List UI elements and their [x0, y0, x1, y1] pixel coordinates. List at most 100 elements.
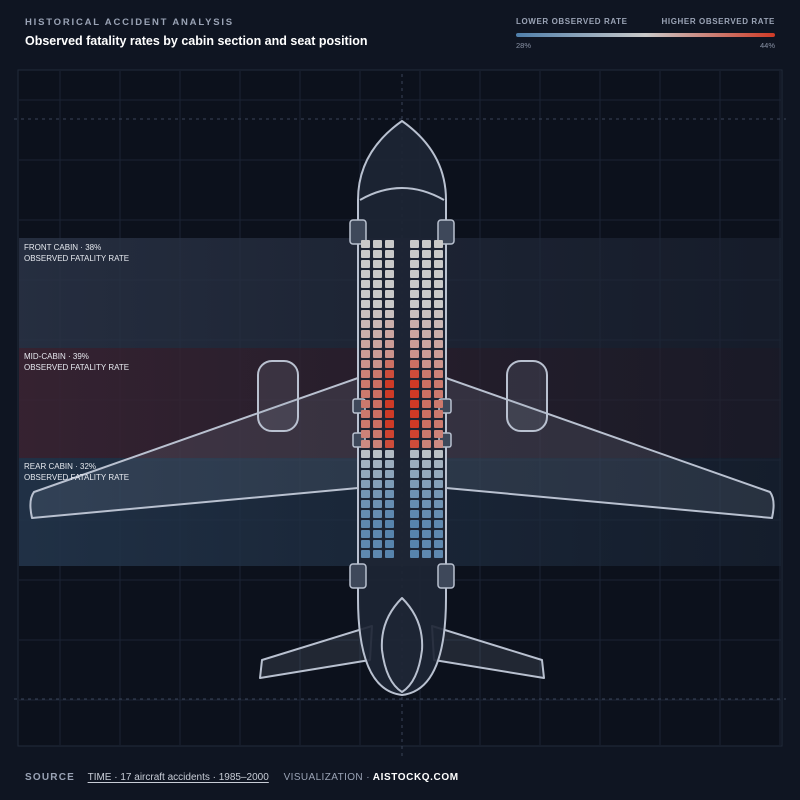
seat-row17-right-1 [410, 400, 419, 408]
seat-row21-right-1 [410, 440, 419, 448]
seat-row8-left-2 [373, 310, 382, 318]
seat-row8-left-3 [385, 310, 394, 318]
seat-row16-left-2 [373, 390, 382, 398]
seat-row5-left-1 [361, 280, 370, 288]
seat-row11-left-3 [385, 340, 394, 348]
seat-row1-left-1 [361, 240, 370, 248]
seat-row19-right-3 [434, 420, 443, 428]
seat-row3-right-3 [434, 260, 443, 268]
seat-row30-left-2 [373, 530, 382, 538]
seat-row6-right-3 [434, 290, 443, 298]
seat-row25-right-3 [434, 480, 443, 488]
section-label-rear: REAR CABIN · 32% OBSERVED FATALITY RATE [24, 461, 129, 483]
seat-row29-left-1 [361, 520, 370, 528]
seat-row32-left-1 [361, 550, 370, 558]
seat-row32-left-3 [385, 550, 394, 558]
seat-row5-left-3 [385, 280, 394, 288]
seat-row27-left-2 [373, 500, 382, 508]
section-label-mid-line2: OBSERVED FATALITY RATE [24, 363, 130, 372]
seat-row13-right-3 [434, 360, 443, 368]
seat-row31-right-2 [422, 540, 431, 548]
seat-row26-left-3 [385, 490, 394, 498]
section-label-mid-line1: MID-CABIN · 39% [24, 352, 89, 361]
seat-row12-right-3 [434, 350, 443, 358]
seat-row27-right-2 [422, 500, 431, 508]
seat-row27-right-1 [410, 500, 419, 508]
seat-row23-left-2 [373, 460, 382, 468]
section-label-front-line2: OBSERVED FATALITY RATE [24, 254, 130, 263]
seat-row16-right-3 [434, 390, 443, 398]
seat-row22-right-1 [410, 450, 419, 458]
seat-row9-left-1 [361, 320, 370, 328]
seat-row8-right-3 [434, 310, 443, 318]
seat-row17-right-3 [434, 400, 443, 408]
seat-row21-right-3 [434, 440, 443, 448]
seat-row19-right-2 [422, 420, 431, 428]
seat-row11-left-2 [373, 340, 382, 348]
seat-row9-right-3 [434, 320, 443, 328]
seat-row10-right-1 [410, 330, 419, 338]
seat-row29-right-1 [410, 520, 419, 528]
seat-row26-left-2 [373, 490, 382, 498]
seat-row32-right-3 [434, 550, 443, 558]
seat-row21-left-3 [385, 440, 394, 448]
seat-row22-left-3 [385, 450, 394, 458]
seat-row20-right-3 [434, 430, 443, 438]
seat-row8-right-2 [422, 310, 431, 318]
seat-row12-left-3 [385, 350, 394, 358]
seat-row27-left-1 [361, 500, 370, 508]
seat-row17-left-1 [361, 400, 370, 408]
seat-row22-right-2 [422, 450, 431, 458]
seat-row28-left-1 [361, 510, 370, 518]
exit-door-front-left [349, 219, 367, 245]
seat-row18-left-3 [385, 410, 394, 418]
seat-row25-left-3 [385, 480, 394, 488]
wing-left [29, 377, 359, 519]
seat-row20-left-3 [385, 430, 394, 438]
seat-row23-right-3 [434, 460, 443, 468]
seat-row5-left-2 [373, 280, 382, 288]
seat-row16-left-1 [361, 390, 370, 398]
footer-viz-key: VISUALIZATION · [283, 772, 370, 783]
seat-row24-left-1 [361, 470, 370, 478]
seat-row10-left-3 [385, 330, 394, 338]
seat-row23-right-2 [422, 460, 431, 468]
seat-row4-left-1 [361, 270, 370, 278]
seat-row3-right-2 [422, 260, 431, 268]
seat-row19-left-1 [361, 420, 370, 428]
seat-row23-left-3 [385, 460, 394, 468]
seat-row32-right-2 [422, 550, 431, 558]
seat-row31-left-3 [385, 540, 394, 548]
seat-row20-right-1 [410, 430, 419, 438]
seat-row28-right-2 [422, 510, 431, 518]
seat-row24-right-1 [410, 470, 419, 478]
seat-row9-right-2 [422, 320, 431, 328]
seat-row12-right-2 [422, 350, 431, 358]
seat-row14-left-1 [361, 370, 370, 378]
footer-source-link[interactable]: TIME · 17 aircraft accidents · 1985–2000 [87, 772, 269, 783]
seat-row3-left-2 [373, 260, 382, 268]
seat-row13-right-1 [410, 360, 419, 368]
seat-row16-right-1 [410, 390, 419, 398]
exit-door-rear-left [349, 563, 367, 589]
seat-row29-right-3 [434, 520, 443, 528]
seat-row13-left-3 [385, 360, 394, 368]
seat-row7-right-1 [410, 300, 419, 308]
seat-row4-left-3 [385, 270, 394, 278]
seat-row2-left-1 [361, 250, 370, 258]
seat-row31-left-2 [373, 540, 382, 548]
section-label-mid: MID-CABIN · 39% OBSERVED FATALITY RATE [24, 351, 129, 373]
seat-row28-left-2 [373, 510, 382, 518]
wing-right [445, 377, 775, 519]
page-title: Observed fatality rates by cabin section… [25, 34, 368, 48]
seat-row11-right-2 [422, 340, 431, 348]
seat-row26-right-3 [434, 490, 443, 498]
seat-row3-left-3 [385, 260, 394, 268]
seat-row10-right-3 [434, 330, 443, 338]
seat-row14-right-1 [410, 370, 419, 378]
legend-max-label: 44% [759, 41, 775, 50]
header-kicker: HISTORICAL ACCIDENT ANALYSIS [25, 17, 234, 28]
seat-row26-left-1 [361, 490, 370, 498]
seat-row4-right-3 [434, 270, 443, 278]
seat-row4-right-2 [422, 270, 431, 278]
